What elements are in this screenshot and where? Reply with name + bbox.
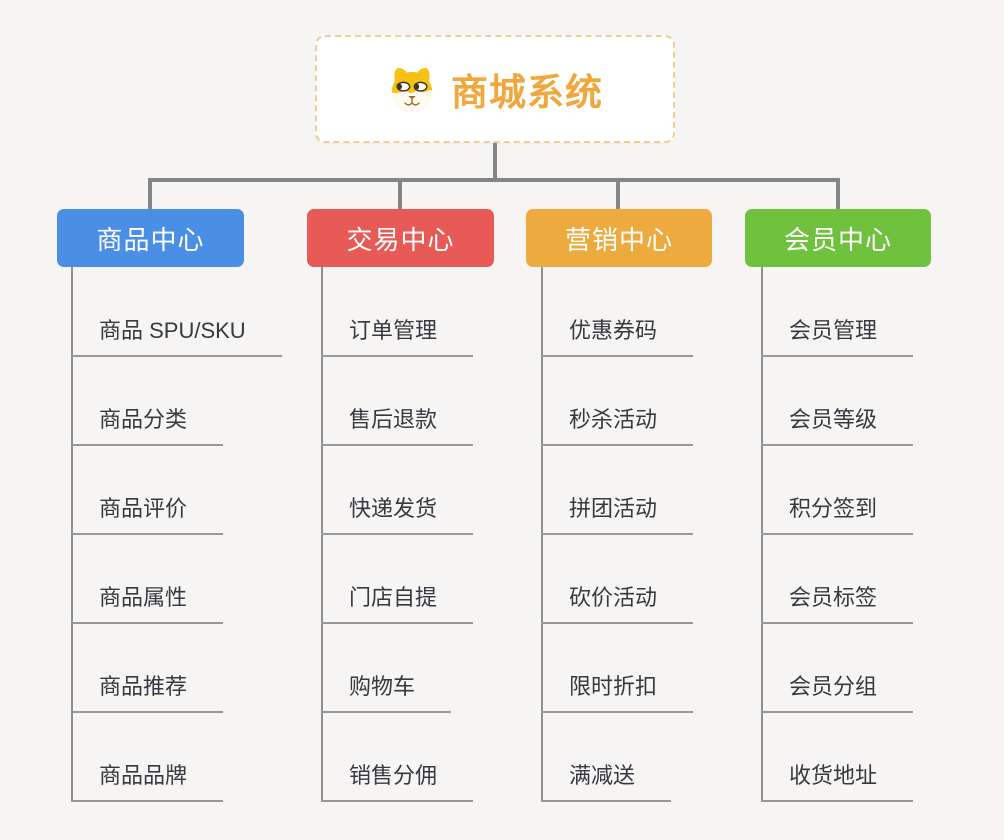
leaf-node[interactable]: 商品属性 [71, 574, 224, 624]
leaf-node[interactable]: 购物车 [321, 663, 452, 713]
connector-stub-members [836, 182, 840, 209]
leaf-node[interactable]: 商品推荐 [71, 663, 224, 713]
leaf-node[interactable]: 会员等级 [761, 396, 914, 446]
category-node-members[interactable]: 会员中心 [745, 209, 931, 267]
connector-stub-products [148, 182, 152, 209]
leaf-node[interactable]: 售后退款 [321, 396, 474, 446]
leaf-node[interactable]: 限时折扣 [541, 663, 694, 713]
category-node-marketing[interactable]: 营销中心 [526, 209, 712, 267]
leaf-node[interactable]: 快递发货 [321, 485, 474, 535]
category-node-products[interactable]: 商品中心 [57, 209, 244, 267]
leaf-node[interactable]: 拼团活动 [541, 485, 694, 535]
leaf-node[interactable]: 满减送 [541, 752, 672, 802]
leaf-node[interactable]: 秒杀活动 [541, 396, 694, 446]
leaf-node[interactable]: 积分签到 [761, 485, 914, 535]
connector-stub-marketing [616, 182, 620, 209]
leaf-node[interactable]: 优惠券码 [541, 307, 694, 357]
leaf-node[interactable]: 会员管理 [761, 307, 914, 357]
leaf-node[interactable]: 商品 SPU/SKU [71, 307, 282, 357]
leaf-node[interactable]: 商品品牌 [71, 752, 224, 802]
root-node[interactable]: 商城系统 [315, 35, 675, 143]
leaf-node[interactable]: 订单管理 [321, 307, 474, 357]
dog-face-icon [391, 67, 433, 113]
connector-stub-trade [398, 182, 402, 209]
leaf-node[interactable]: 门店自提 [321, 574, 474, 624]
leaf-node[interactable]: 商品评价 [71, 485, 224, 535]
leaf-node[interactable]: 收货地址 [761, 752, 914, 802]
category-node-trade[interactable]: 交易中心 [307, 209, 494, 267]
leaf-node[interactable]: 会员分组 [761, 663, 914, 713]
leaf-node[interactable]: 会员标签 [761, 574, 914, 624]
leaf-node[interactable]: 商品分类 [71, 396, 224, 446]
connector-root-stem [493, 143, 497, 178]
root-title: 商城系统 [451, 72, 603, 113]
leaf-node[interactable]: 砍价活动 [541, 574, 694, 624]
leaf-node[interactable]: 销售分佣 [321, 752, 474, 802]
connector-bus [148, 178, 840, 182]
